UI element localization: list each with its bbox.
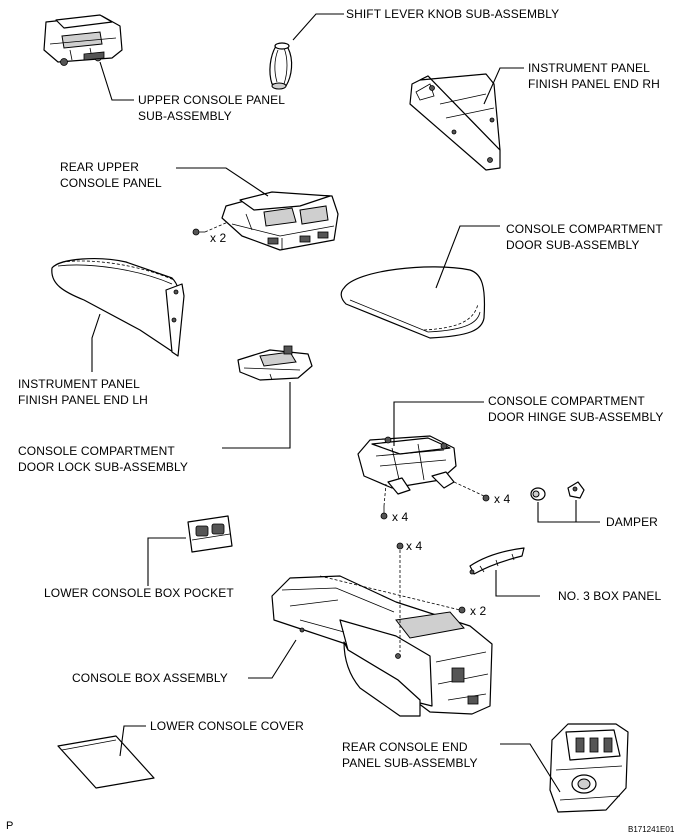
screw-dash-line [204,221,229,233]
label-lower-console-cover: LOWER CONSOLE COVER [150,719,304,733]
lower-console-box-pocket-part [187,515,233,553]
label-instrument-panel-rh-1: INSTRUMENT PANEL [528,61,650,75]
label-console-compartment-door-2: DOOR SUB-ASSEMBLY [506,238,640,252]
qty-hinge-bolts-right: x 4 [494,492,511,506]
damper-part [530,481,585,501]
instrument-panel-end-lh-leader [91,313,101,372]
shift-lever-knob-leader [292,13,344,41]
qty-rear-upper-screws: x 2 [210,231,227,245]
bolt-icon [380,506,388,520]
hinge-bolt-dash-line [453,481,485,497]
damper-leader [537,500,600,523]
label-console-compartment-lock-1: CONSOLE COMPARTMENT [18,444,175,458]
console-compartment-door-lock-leader [222,382,291,449]
label-upper-console-panel-1: UPPER CONSOLE PANEL [138,93,286,107]
lower-console-box-pocket-leader [147,537,186,586]
no3-box-panel-leader [495,570,540,597]
label-rear-upper-console-panel-2: CONSOLE PANEL [60,176,162,190]
label-no3-box-panel: NO. 3 BOX PANEL [558,589,662,603]
label-rear-upper-console-panel-1: REAR UPPER [60,160,140,174]
qty-console-box-bolts: x 4 [406,539,423,553]
label-console-compartment-hinge-2: DOOR HINGE SUB-ASSEMBLY [488,410,664,424]
console-box-assembly-part [271,575,493,717]
console-compartment-door-part [340,266,486,339]
console-box-assembly-leader [248,639,297,679]
console-compartment-door-hinge-leader [393,401,484,446]
qty-console-box-screws: x 2 [470,604,487,618]
label-rear-console-end-panel-1: REAR CONSOLE END [342,740,468,754]
shift-lever-knob-part [269,42,293,90]
label-console-compartment-lock-2: DOOR LOCK SUB-ASSEMBLY [18,460,189,474]
label-lower-console-box-pocket: LOWER CONSOLE BOX POCKET [44,586,234,600]
label-rear-console-end-panel-2: PANEL SUB-ASSEMBLY [342,756,478,770]
label-upper-console-panel-2: SUB-ASSEMBLY [138,109,232,123]
bolt-icon [396,542,404,550]
instrument-panel-end-lh-part [51,258,185,357]
qty-hinge-bolts-down: x 4 [392,510,409,524]
upper-console-panel-part [43,14,123,66]
hinge-bolt-dash-line-down [383,483,387,507]
label-instrument-panel-lh-2: FINISH PANEL END LH [18,393,148,407]
label-console-compartment-hinge-1: CONSOLE COMPARTMENT [488,394,645,408]
figure-code: B171241E01 [628,825,675,834]
lower-console-cover-leader [119,725,146,757]
label-console-box-assembly: CONSOLE BOX ASSEMBLY [72,671,228,685]
label-shift-lever-knob: SHIFT LEVER KNOB SUB-ASSEMBLY [346,7,560,21]
no3-box-panel-part [469,547,525,575]
rear-upper-console-panel-part [221,191,339,251]
label-console-compartment-door-1: CONSOLE COMPARTMENT [506,222,663,236]
label-damper: DAMPER [606,515,658,529]
upper-console-panel-leader [99,61,134,101]
screw-icon [192,228,205,236]
lower-console-cover-part [57,735,155,789]
console-compartment-door-lock-part [237,345,313,381]
rear-console-end-panel-part [549,723,629,813]
label-instrument-panel-lh-1: INSTRUMENT PANEL [18,377,140,391]
console-compartment-door-hinge-part [357,435,457,495]
console-box-bolt-dash-line-2 [319,575,461,611]
console-compartment-door-leader [435,225,500,289]
instrument-panel-end-rh-part [409,73,501,171]
instrument-panel-end-rh-leader [483,67,524,105]
screw-icon [458,606,466,614]
bolt-icon [482,494,490,502]
rear-console-end-panel-leader [500,743,561,793]
corner-letter: P [6,820,14,832]
label-instrument-panel-rh-2: FINISH PANEL END RH [528,77,660,91]
rear-upper-console-panel-leader [176,167,269,197]
